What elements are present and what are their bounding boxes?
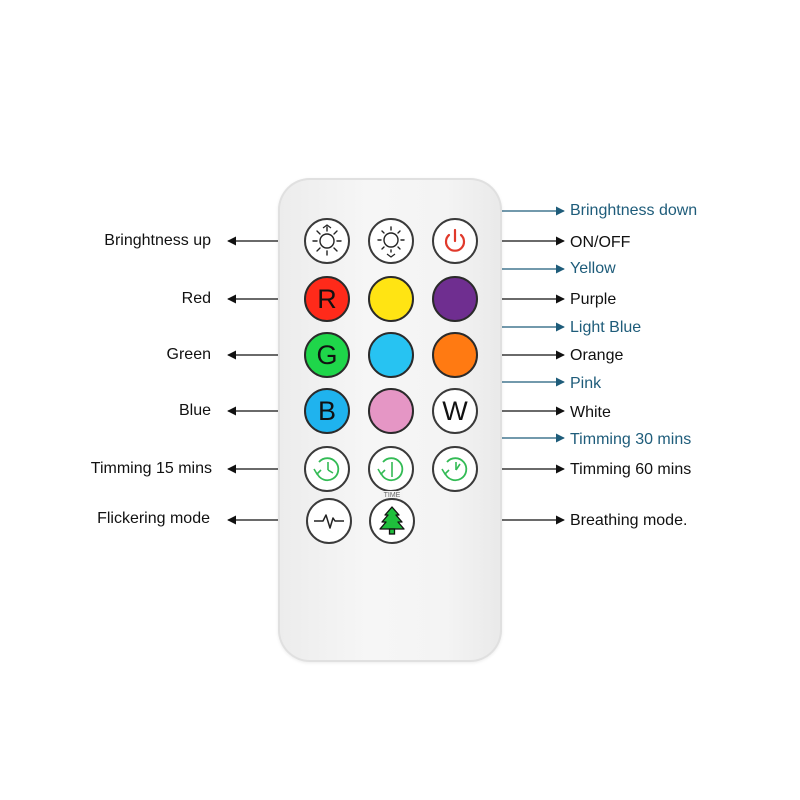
- power-icon: [444, 228, 466, 252]
- label-red: Red: [181, 290, 211, 307]
- label-timing-15: Timming 15 mins: [90, 460, 212, 477]
- timer-15-button[interactable]: [304, 446, 350, 492]
- brightness-down-button[interactable]: [368, 218, 414, 264]
- label-brightness-down: Bringhtness down: [570, 202, 698, 219]
- label-orange: Orange: [570, 347, 624, 364]
- label-blue: Blue: [178, 402, 211, 419]
- light-blue-button[interactable]: [368, 332, 414, 378]
- breathing-mode-button[interactable]: [369, 498, 415, 544]
- green-button[interactable]: G: [304, 332, 350, 378]
- red-button-letter: R: [317, 283, 337, 314]
- flicker-mode-button[interactable]: [306, 498, 352, 544]
- timer-icon: [377, 457, 404, 482]
- timer-icon: [313, 457, 340, 482]
- sun-up-icon: [312, 224, 342, 256]
- label-yellow: Yellow: [570, 260, 616, 277]
- power-button[interactable]: [432, 218, 478, 264]
- green-button-letter: G: [316, 339, 338, 370]
- purple-button[interactable]: [432, 276, 478, 322]
- timer-60-button[interactable]: [432, 446, 478, 492]
- white-button-letter: W: [442, 395, 468, 426]
- label-purple: Purple: [570, 291, 617, 308]
- yellow-button[interactable]: [368, 276, 414, 322]
- label-light-blue: Light Blue: [570, 319, 642, 336]
- blue-button[interactable]: B: [304, 388, 350, 434]
- pulse-icon: [314, 514, 344, 529]
- tree-icon: [379, 506, 405, 535]
- label-breathing: Breathing mode.: [570, 512, 688, 529]
- label-on-off: ON/OFF: [570, 234, 631, 251]
- label-green: Green: [166, 346, 211, 363]
- orange-button[interactable]: [432, 332, 478, 378]
- timer-icon: [441, 457, 468, 482]
- sun-down-icon: [377, 226, 405, 258]
- time-label: TIME: [381, 491, 403, 501]
- label-white: White: [570, 404, 611, 421]
- timer-30-button[interactable]: [368, 446, 414, 492]
- label-brightness-up: Bringhtness up: [104, 232, 211, 249]
- label-timing-30: Timming 30 mins: [570, 431, 692, 448]
- pink-button[interactable]: [368, 388, 414, 434]
- brightness-up-button[interactable]: [304, 218, 350, 264]
- blue-button-letter: B: [317, 395, 336, 426]
- label-pink: Pink: [570, 375, 602, 392]
- label-timing-60: Timming 60 mins: [570, 461, 692, 478]
- red-button[interactable]: R: [304, 276, 350, 322]
- white-button[interactable]: W: [432, 388, 478, 434]
- label-flicker: Flickering mode: [97, 510, 210, 527]
